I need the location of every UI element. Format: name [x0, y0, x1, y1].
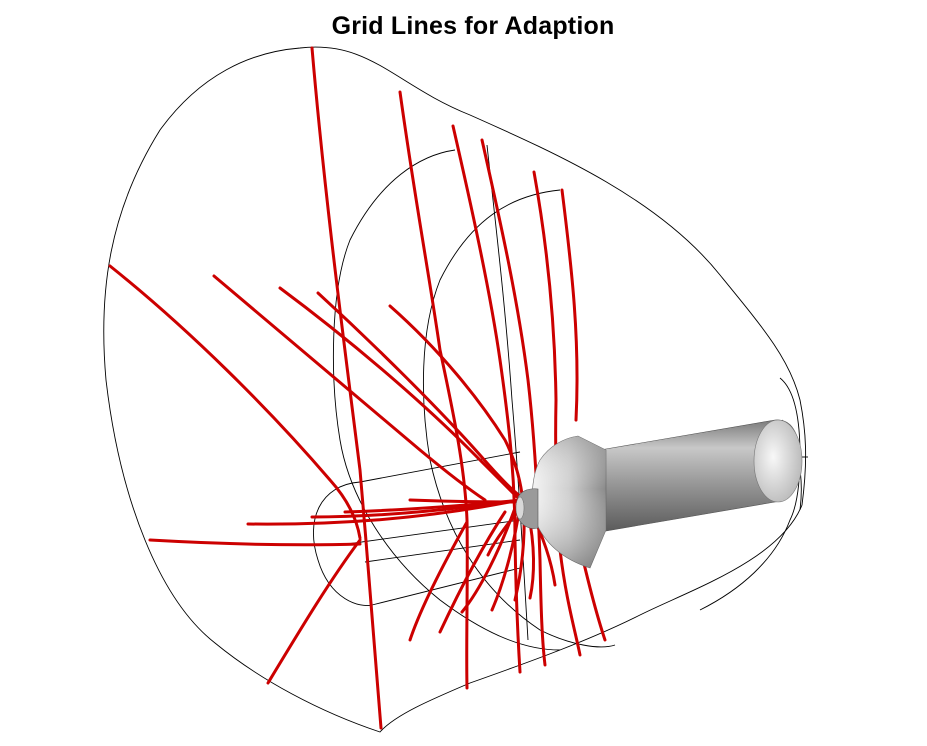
figure-title: Grid Lines for Adaption [331, 12, 615, 40]
outer-boundary [103, 46, 807, 733]
inner-axis-line-3 [339, 519, 521, 546]
nozzle-tip [517, 488, 539, 529]
inner-core-ellipse [313, 481, 373, 606]
grid-line-d1 [108, 264, 362, 540]
grid-line-d4 [316, 291, 522, 498]
nozzle-end-cap [753, 419, 803, 503]
inner-shell-1 [332, 149, 561, 651]
nozzle-cone-shade [532, 436, 606, 568]
inner-axis-line-2 [371, 567, 521, 606]
grid-line-r2 [408, 520, 469, 642]
grid-line-h2 [246, 498, 522, 526]
grid-line-v1 [310, 46, 383, 730]
domain-outline [103, 46, 808, 733]
grid-line-r3 [438, 510, 507, 634]
grid-line-d5 [388, 304, 524, 496]
grid-line-h1 [148, 538, 362, 547]
adaption-grid-lines [108, 46, 607, 730]
nozzle-body [515, 419, 803, 569]
nozzle-tip-face [515, 496, 525, 520]
inner-shell-3 [699, 377, 801, 611]
grid-line-r1 [266, 538, 362, 685]
grid-line-d3 [278, 286, 520, 500]
grid-line-v4 [480, 138, 547, 667]
grid-line-v3 [451, 124, 522, 674]
grid-line-v2 [398, 90, 469, 690]
grid-line-v6 [560, 188, 579, 422]
grid-line-d2 [212, 274, 487, 502]
